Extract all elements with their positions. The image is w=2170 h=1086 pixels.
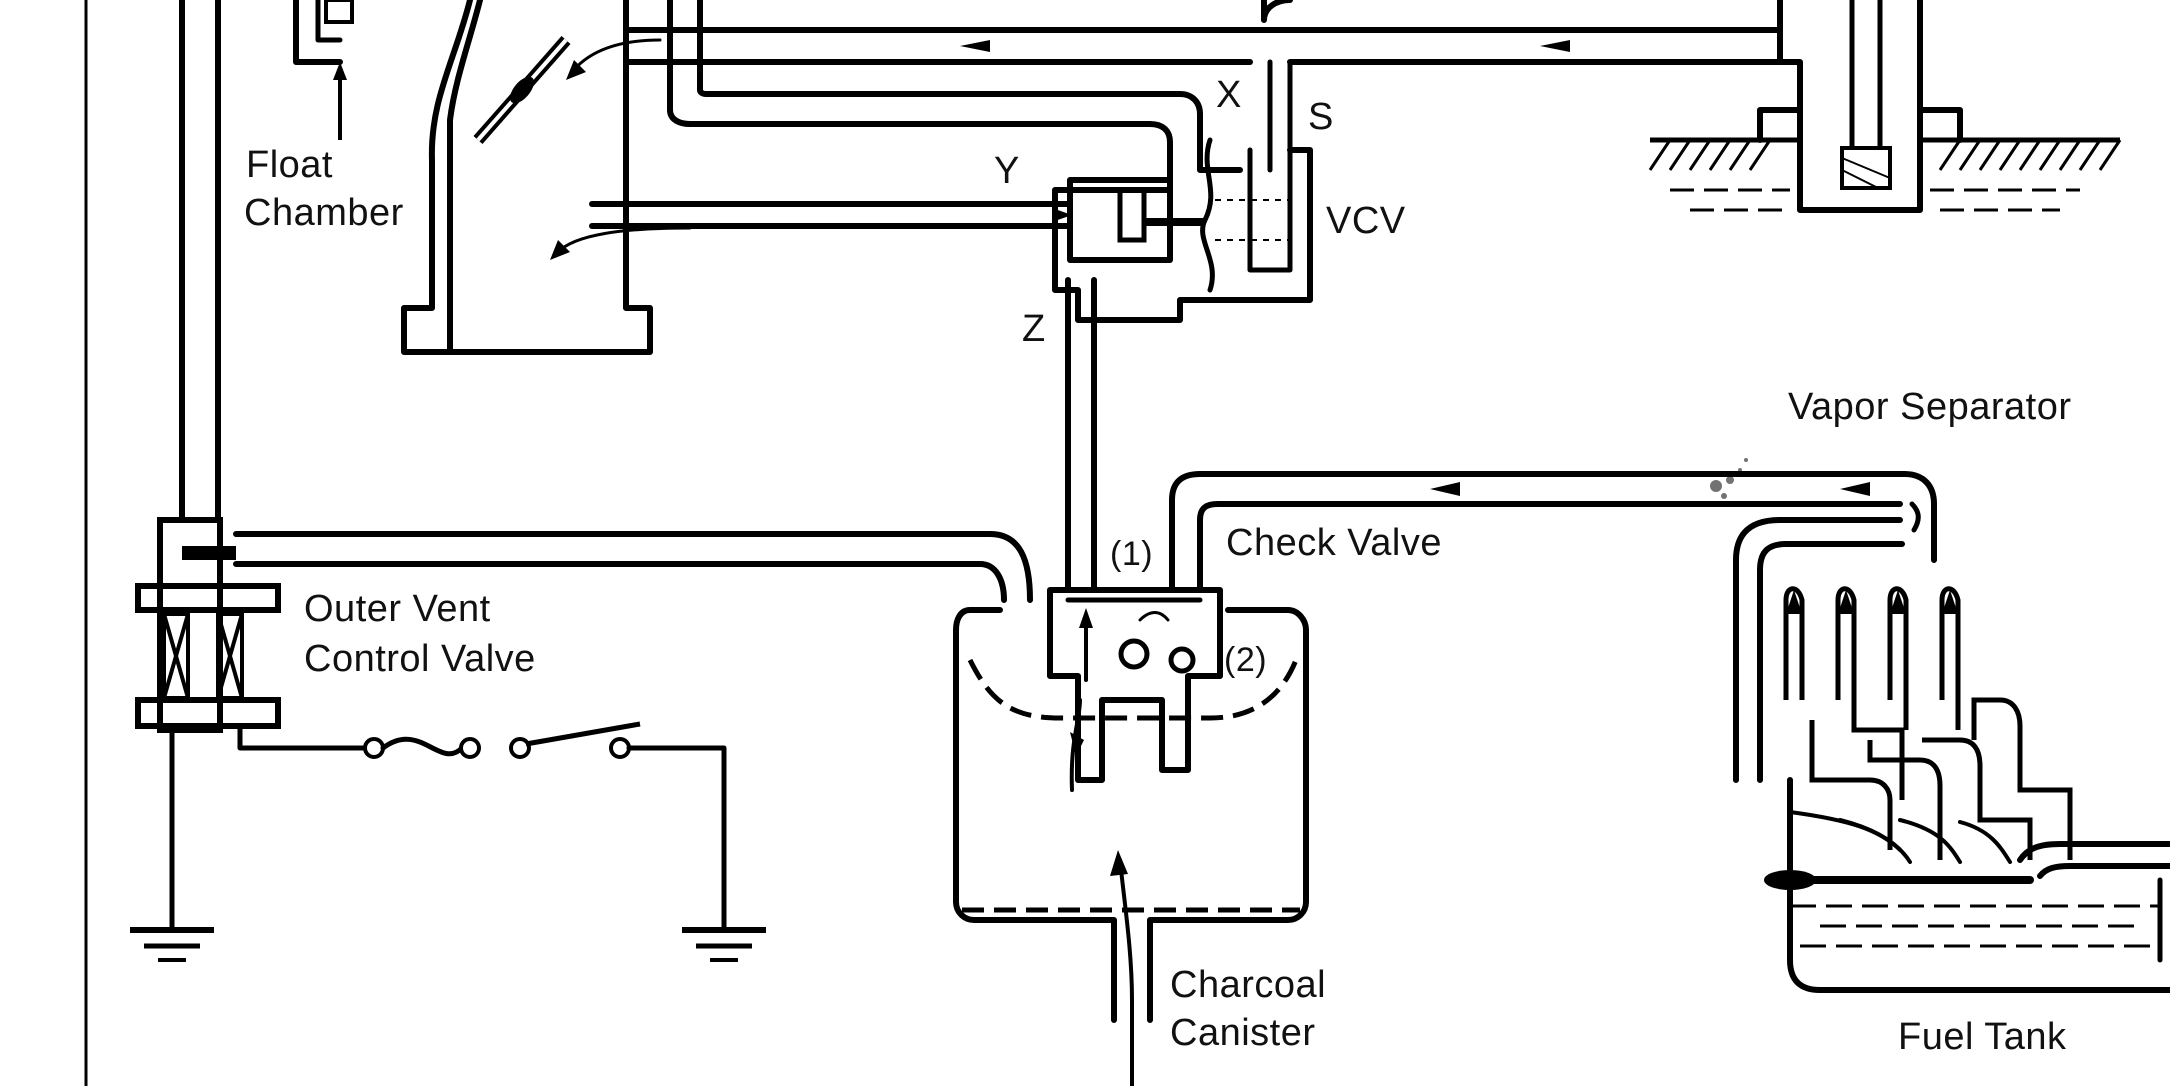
- label-float: Float: [246, 144, 333, 186]
- label-vcv: VCV: [1326, 200, 1406, 242]
- float-chamber-vent-line: [179, 0, 221, 523]
- top-vapor-lines: [623, 0, 1783, 173]
- vapor-separator-fuel-tank: [1733, 471, 2170, 993]
- label-port-s: S: [1308, 96, 1334, 138]
- label-port-2: (2): [1224, 641, 1268, 679]
- fuel-filler: [1648, 0, 2122, 213]
- label-fuel-tank: Fuel Tank: [1898, 1016, 2067, 1058]
- label-port-y: Y: [994, 150, 1020, 192]
- check-ball-2: [1168, 646, 1196, 674]
- outer-vent-control-valve: [130, 517, 1033, 962]
- label-port-x: X: [1216, 74, 1242, 116]
- label-check-valve: Check Valve: [1226, 522, 1443, 564]
- label-port-1: (1): [1110, 535, 1154, 573]
- carburetor: [293, 0, 692, 355]
- print-speckle: [1704, 458, 1748, 499]
- vcv-valve: [589, 137, 1313, 593]
- label-outer-vent: Outer Vent: [304, 588, 491, 630]
- check-ball-1: [1118, 638, 1150, 670]
- label-chamber: Chamber: [244, 192, 404, 234]
- label-canister: Canister: [1170, 1012, 1316, 1054]
- label-port-z: Z: [1022, 308, 1046, 350]
- label-vapor-separator: Vapor Separator: [1788, 386, 2072, 428]
- charcoal-canister: [953, 471, 1907, 1086]
- label-charcoal: Charcoal: [1170, 964, 1327, 1006]
- label-control-valve: Control Valve: [304, 638, 536, 680]
